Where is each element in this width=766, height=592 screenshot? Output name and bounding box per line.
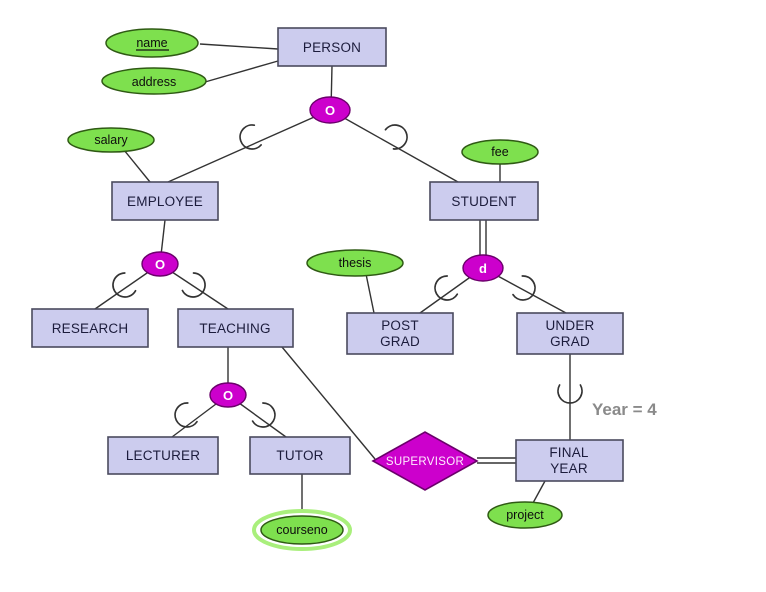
- disjoint-circle: [462, 254, 504, 282]
- entity-tutor: TUTOR: [249, 436, 351, 475]
- specialization-circle-employee: O: [141, 251, 179, 277]
- entity-lecturer-box: [107, 436, 219, 475]
- entity-finalyear-box: [515, 439, 624, 482]
- overlap-circle: [141, 251, 179, 277]
- entity-research-box: [31, 308, 149, 348]
- attribute-courseno: courseno: [252, 509, 352, 551]
- entity-postgrad-label-line1: POST: [381, 318, 419, 333]
- attribute-salary-ellipse: [67, 127, 155, 153]
- attribute-address-label: address: [132, 75, 176, 89]
- entity-tutor-label: TUTOR: [276, 448, 323, 463]
- edge-finalyear-project: [532, 480, 546, 504]
- attribute-courseno-outer-ellipse: [252, 509, 352, 551]
- subset-arc-student: [384, 124, 408, 150]
- entity-finalyear-label-line2: YEAR: [550, 461, 588, 476]
- edge-salary-employee: [123, 149, 151, 183]
- entity-finalyear-label-line1: FINAL: [549, 445, 589, 460]
- relationship-supervisor: SUPERVISOR: [371, 431, 479, 491]
- subset-arc-tutor: [251, 402, 276, 428]
- attribute-thesis-ellipse: [306, 249, 404, 277]
- subset-arc-teaching: [181, 272, 206, 298]
- entity-tutor-box: [249, 436, 351, 475]
- attribute-courseno-ellipse: [260, 515, 344, 545]
- specialization-circle-student: d: [462, 254, 504, 282]
- attribute-thesis: thesis: [306, 249, 404, 277]
- entity-student: STUDENT: [429, 181, 539, 221]
- edges: [94, 43, 571, 512]
- year-constraint-annotation: Year = 4: [592, 400, 657, 419]
- entity-finalyear: FINAL YEAR: [515, 439, 624, 482]
- edge-address-person: [204, 60, 279, 83]
- subset-arc-undergrad: [512, 275, 536, 301]
- attribute-project: project: [487, 501, 563, 529]
- overlap-circle-letter: O: [223, 388, 233, 403]
- subset-arc-employee: [239, 124, 262, 150]
- attribute-name-label: name: [136, 36, 167, 50]
- entity-undergrad-label-line1: UNDER: [545, 318, 594, 333]
- attribute-name-ellipse: [105, 28, 199, 58]
- attribute-project-label: project: [506, 508, 544, 522]
- edge-thesis-postgrad: [365, 273, 375, 314]
- entity-research-label: RESEARCH: [52, 321, 129, 336]
- relationship-supervisor-label: SUPERVISOR: [386, 456, 464, 468]
- overlap-circle-letter: O: [155, 257, 165, 272]
- entity-employee: EMPLOYEE: [111, 181, 219, 221]
- attribute-courseno-label: courseno: [276, 523, 327, 537]
- attribute-project-ellipse: [487, 501, 563, 529]
- subset-arc-lecturer: [174, 402, 198, 428]
- entity-lecturer: LECTURER: [107, 436, 219, 475]
- attribute-name: name: [105, 28, 199, 58]
- subset-arc-postgrad: [434, 275, 459, 301]
- entity-undergrad: UNDER GRAD: [516, 312, 624, 355]
- entity-postgrad: POST GRAD: [346, 312, 454, 355]
- entity-employee-label: EMPLOYEE: [127, 194, 203, 209]
- overlap-circle: [209, 382, 247, 408]
- entity-person-box: [277, 27, 387, 67]
- overlap-circle: [309, 96, 351, 124]
- specialization-circle-teaching: O: [209, 382, 247, 408]
- disjoint-circle-letter: d: [479, 261, 487, 276]
- attribute-thesis-label: thesis: [339, 256, 372, 270]
- subset-arc-finalyear: [557, 384, 583, 404]
- specialization-circle-person: O: [309, 96, 351, 124]
- edge-name-person: [199, 43, 279, 50]
- entity-undergrad-label-line2: GRAD: [550, 334, 590, 349]
- attribute-salary-label: salary: [94, 133, 128, 147]
- entity-research: RESEARCH: [31, 308, 149, 348]
- attribute-address-ellipse: [101, 67, 207, 95]
- edge-o-circle-employee: [167, 109, 331, 183]
- entity-postgrad-label-line2: GRAD: [380, 334, 420, 349]
- entity-person: PERSON: [277, 27, 387, 67]
- attribute-fee-ellipse: [461, 139, 539, 165]
- edge-o-circle-student: [329, 109, 459, 183]
- attribute-fee-label: fee: [491, 145, 508, 159]
- attribute-fee: fee: [461, 139, 539, 165]
- entity-employee-box: [111, 181, 219, 221]
- entity-student-box: [429, 181, 539, 221]
- relationship-supervisor-diamond: [371, 431, 479, 491]
- subset-arc-research: [112, 272, 137, 298]
- entity-teaching-label: TEACHING: [199, 321, 270, 336]
- overlap-circle-letter: O: [325, 103, 335, 118]
- subset-symbols: [112, 124, 583, 428]
- entity-postgrad-box: [346, 312, 454, 355]
- entity-person-label: PERSON: [303, 40, 361, 55]
- attribute-address: address: [101, 67, 207, 95]
- edge-teaching-supervisor: [281, 346, 376, 460]
- entity-student-label: STUDENT: [451, 194, 516, 209]
- entity-teaching: TEACHING: [177, 308, 294, 348]
- entity-teaching-box: [177, 308, 294, 348]
- attribute-salary: salary: [67, 127, 155, 153]
- entity-undergrad-box: [516, 312, 624, 355]
- entity-lecturer-label: LECTURER: [126, 448, 200, 463]
